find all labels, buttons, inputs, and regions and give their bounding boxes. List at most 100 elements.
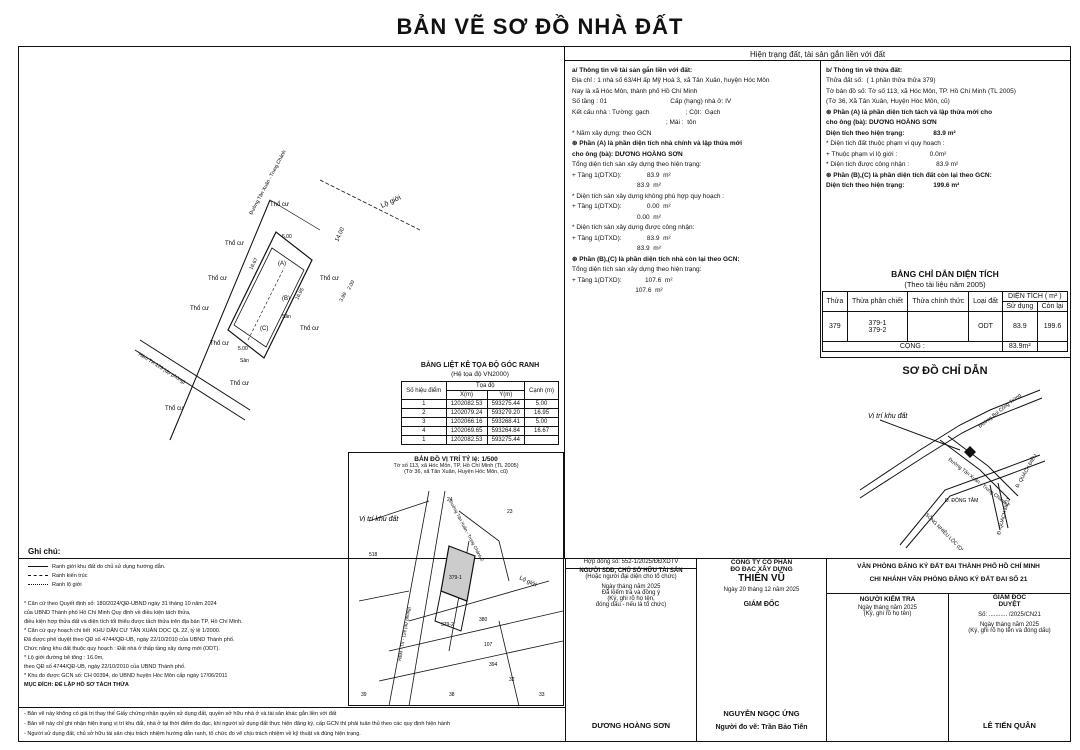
coord-cell: 593264.84: [486, 426, 526, 436]
company-date: Ngày 20 tháng 12 năm 2025: [723, 587, 800, 593]
section-b-lines: Thửa đất số: ( 1 phần thửa thửa 379)Tờ b…: [826, 76, 1066, 192]
coord-cell: 1202069.65: [445, 426, 488, 436]
index-map: Vị trí khu đất Đường Bùi Công Trừng Đườn…: [859, 389, 1046, 550]
plan-dim-3: 16.95: [294, 287, 305, 301]
plan-san-1: Sân: [282, 314, 291, 320]
main-plan: Đường Tân Xuân - Trung Chánh 2 Hẻm TX-12…: [134, 150, 421, 441]
approval-block: GIÁM ĐỐC DUYỆT Số: ........... /2025/CN2…: [949, 594, 1070, 634]
parcel-518: 518: [369, 552, 378, 558]
coord-cell: 1202082.53: [445, 435, 488, 445]
area-cell-su-dung: 83.9: [1001, 311, 1038, 342]
plan-label-tho-cu-8: Thổ cư: [230, 380, 249, 387]
sa-line: + Tầng 1(DTXD): 107.6 m²: [572, 276, 673, 284]
note-line: MỤC ĐÍCH: ĐỂ LẬP HỒ SƠ TÁCH THỬA: [24, 682, 129, 688]
coord-cell: 1202066.16: [445, 417, 488, 427]
sa-line: 83.9 m²: [572, 182, 661, 189]
note-line: theo QĐ số 4744/QĐ-UB, ngày 22/10/2010 c…: [24, 664, 186, 670]
sb-line: (Tờ 36, Xã Tân Xuân, Huyện Hóc Môn, cũ): [826, 98, 950, 105]
owner-name: DƯƠNG HOÀNG SƠN: [591, 721, 671, 730]
area-table: Thửa Thửa phân chiết Thửa chính thức Loạ…: [822, 291, 1069, 352]
foot-line: - Bản vẽ này chỉ ghi nhận hiện trạng vị …: [24, 721, 451, 727]
section-b-title: b/ Thông tin về thửa đất:: [826, 67, 903, 74]
sa-line: cho ông (bà): DƯƠNG HOÀNG SƠN: [572, 150, 683, 158]
note-line: * Khu đo được GCN số: CH 00394, do UBND …: [24, 673, 228, 679]
area-header-con-lai: Còn lại: [1036, 301, 1069, 312]
plan-label-tho-cu-1: Thổ cư: [270, 201, 289, 208]
approval-title: GIÁM ĐỐC: [992, 594, 1027, 601]
parcel-107: 107: [484, 642, 493, 648]
owner-sign-note: (Ký, ghi rõ họ tên,: [607, 596, 655, 602]
area-cell-thua: 379: [822, 311, 848, 342]
sa-line: + Tầng 1(DTXD): 83.9 m²: [572, 171, 671, 179]
section-a-lines: Địa chỉ : 1 nhà số 63/4H ấp Mỹ Hoà 3, xã…: [572, 76, 817, 297]
coord-cell: 3: [401, 417, 447, 427]
checker-sign: (Ký, ghi rõ họ tên): [863, 611, 912, 617]
area-header-dien-tich: DIỆN TÍCH ( m² ): [1001, 291, 1069, 302]
company-line-1: CÔNG TY CỔ PHẦN: [730, 559, 793, 566]
plan-dim-6: 3.99: [338, 291, 348, 303]
sb-line: * Diện tích được công nhận : 83.9 m²: [826, 161, 959, 168]
legend-list: Ranh giới khu đất do chủ sử dụng hướng d…: [28, 562, 165, 589]
area-header-chinh-thuc: Thửa chính thức: [907, 291, 970, 312]
legend-notes: * Căn cứ theo Quyết định số: 180/2024/QĐ…: [24, 600, 344, 690]
coord-cell: 4: [401, 426, 447, 436]
coord-cell: 2: [401, 408, 447, 418]
approval-date: Ngày tháng năm 2025: [979, 622, 1040, 628]
owner-checked: Đã kiểm tra và đồng ý: [601, 590, 661, 596]
coord-header-x: X(m): [445, 390, 488, 400]
company-sign-block: CÔNG TY CỔ PHẦN ĐO ĐẠC XÂY DỰNG THIÊN VŨ…: [697, 559, 826, 608]
sa-line: * Diện tích sàn xây dựng được công nhận:: [572, 224, 695, 231]
owner-sub: (Hoặc người đại diện cho tổ chức): [585, 574, 677, 580]
parcel-39: 39: [361, 692, 367, 698]
coord-cell: 16.95: [524, 408, 559, 418]
sa-line: + Tầng 1(DTXD): 0.00 m²: [572, 203, 671, 210]
plan-label-tho-cu-2: Thổ cư: [225, 240, 244, 247]
area-total-label: CỘNG :: [822, 341, 1003, 352]
location-plan-line1: Tờ số 113, xã Hóc Môn, TP. Hồ Chí Minh (…: [393, 463, 519, 469]
foot-line: - Bản vẽ này không có giá trị thay thế G…: [24, 711, 337, 717]
plan-dim-5: 2.00: [346, 279, 356, 291]
location-marker-icon: [964, 446, 976, 458]
sa-line: 107.6 m²: [572, 287, 663, 294]
divider: [565, 568, 696, 569]
plan-dim-1: 5.00: [282, 234, 292, 240]
divider: [19, 558, 1070, 559]
owner-sign-block: Hợp đồng số: 552-1/2025/ĐĐXDTV NGƯỜI SDĐ…: [566, 559, 696, 608]
coord-cell: 1: [401, 399, 447, 409]
current-status-header: Hiện trạng đất, tài sản gắn liền với đất: [749, 50, 886, 59]
plan-label-tho-cu-6: Thổ cư: [300, 325, 319, 332]
plan-san-2: Sân: [240, 358, 249, 364]
sa-line: ⊛ Phần (B),(C) là phần diện tích nhà còn…: [572, 255, 740, 263]
coord-cell: [524, 435, 559, 445]
plan-dim-4: 5.00: [238, 346, 248, 352]
note-line: * Căn cứ quy hoạch chi tiết KHU DÂN CƯ T…: [24, 628, 221, 634]
architecture-line-icon: [28, 575, 48, 576]
parcel-32: 32: [509, 677, 515, 683]
index-map-title: SƠ ĐỒ CHỈ DẪN: [902, 365, 988, 377]
area-header-thua: Thửa: [822, 291, 848, 312]
sa-line: + Tầng 1(DTXD): 83.9 m²: [572, 234, 671, 242]
location-plan-line2: (Tờ 36, xã Tân Xuân, Huyện Hóc Môn, cũ): [404, 469, 508, 475]
sb-line: * Diện tích đất thuộc phạm vi quy hoạch …: [826, 140, 945, 147]
coord-cell: 593275.44: [486, 435, 526, 445]
sb-line: + Thuộc phạm vi lộ giới : 0.0m²: [826, 150, 947, 158]
note-line: * Lộ giới đường bê tông : 16.0m,: [24, 655, 104, 661]
coord-table-subtitle: (Hệ tọa độ VN2000): [451, 371, 509, 378]
parcel-379-1: 379-1: [449, 575, 462, 581]
index-road-1: Đường Bùi Công Trừng: [978, 392, 1023, 429]
section-b: b/ Thông tin về thửa đất: Thửa đất số: (…: [826, 66, 1066, 192]
boundary-line-icon: [28, 566, 48, 567]
sb-line: Tờ bản đồ số: Tờ số 113, xã Hóc Môn, TP.…: [826, 87, 1016, 95]
divider: [565, 558, 566, 742]
sb-line: Diện tích theo hiện trạng: 199.6 m²: [826, 182, 960, 189]
sa-line: 0.00 m²: [572, 213, 661, 221]
foot-line: - Người sử dụng đất, chủ sở hữu tài sản …: [24, 731, 361, 737]
coord-cell: 1202079.24: [445, 408, 488, 418]
company-director: GIÁM ĐỐC: [743, 601, 780, 608]
index-road-5: Đ. ĐÔNG TÂM: [945, 497, 978, 504]
divider: [820, 60, 821, 358]
sa-line: ⊛ Phần (A) là phần diện tích nhà chính v…: [572, 140, 743, 147]
sa-line: Số tầng : 01 Cấp (hạng) nhà ở: IV: [572, 98, 732, 105]
director-name: NGUYỄN NGỌC ỨNG: [723, 709, 800, 718]
